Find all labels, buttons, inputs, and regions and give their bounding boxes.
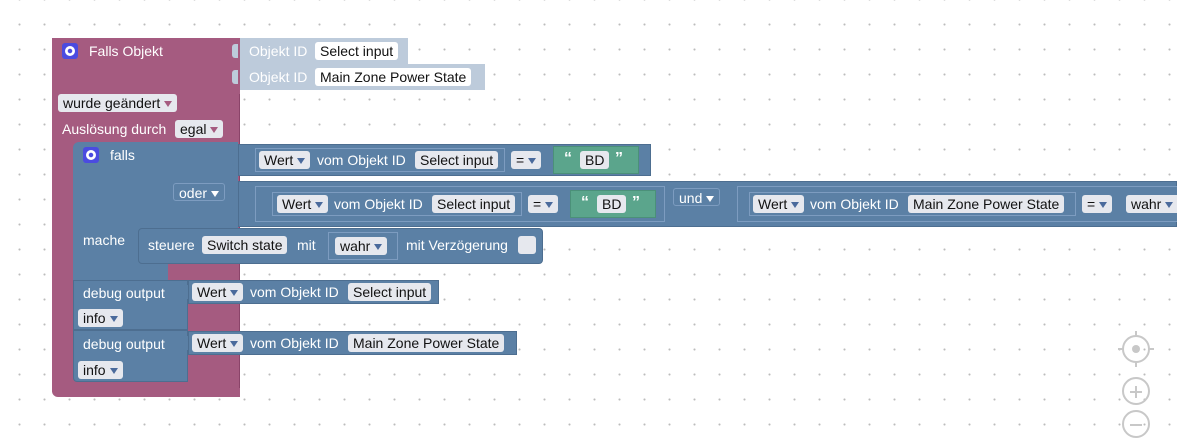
string-field-bd[interactable]: BD xyxy=(580,151,610,169)
open-quote-icon: “ xyxy=(581,194,589,211)
value-mode-dropdown[interactable]: Wert xyxy=(753,195,805,213)
zoom-out-icon[interactable] xyxy=(1122,410,1150,438)
value-mode-dropdown[interactable]: Wert xyxy=(259,151,311,169)
event-block-header xyxy=(52,38,240,94)
debug-output-label: debug output xyxy=(83,336,165,352)
vom-objekt-label: vom Objekt ID xyxy=(334,196,423,212)
debug-mode-dropdown[interactable]: Wert xyxy=(192,334,244,352)
object-field-select-input[interactable]: Select input xyxy=(415,151,499,169)
chevron-down-icon xyxy=(109,316,118,322)
chevron-down-icon xyxy=(109,368,118,374)
oder-dropdown[interactable]: oder xyxy=(173,183,226,201)
event-title: Falls Objekt xyxy=(89,43,163,59)
chevron-down-icon xyxy=(164,101,173,107)
change-mode-dropdown[interactable]: wurde geändert xyxy=(58,94,178,112)
vom-objekt-label: vom Objekt ID xyxy=(250,335,339,351)
object-id-value-select-input[interactable]: Select input xyxy=(315,42,399,60)
close-quote-icon: ” xyxy=(632,194,640,211)
und-dropdown[interactable]: und xyxy=(673,188,721,206)
chevron-down-icon xyxy=(374,244,383,250)
compare-op-dropdown[interactable]: = xyxy=(511,151,542,169)
chevron-down-icon xyxy=(1165,202,1174,208)
connector-notch xyxy=(232,152,238,166)
vom-objekt-label: vom Objekt ID xyxy=(810,196,899,212)
crosshair-icon[interactable] xyxy=(1118,331,1154,367)
close-quote-icon: ” xyxy=(615,150,623,167)
mit-label: mit xyxy=(297,237,316,253)
event-block-footer xyxy=(52,388,240,397)
falls-label: falls xyxy=(110,147,135,163)
vom-objekt-label: vom Objekt ID xyxy=(317,152,406,168)
connector-notch xyxy=(182,336,188,350)
chevron-down-icon xyxy=(211,191,220,197)
debug-level-dropdown[interactable]: info xyxy=(78,361,123,379)
value-mode-dropdown[interactable]: Wert xyxy=(277,195,329,213)
delay-checkbox[interactable] xyxy=(518,236,536,254)
string-field-bd[interactable]: BD xyxy=(597,195,627,213)
compare-op-dropdown[interactable]: = xyxy=(1082,195,1113,213)
bool-dropdown[interactable]: wahr xyxy=(1126,195,1177,213)
gear-icon[interactable] xyxy=(62,43,78,59)
chevron-down-icon xyxy=(545,202,554,208)
trigger-label: Auslösung durch xyxy=(62,121,167,137)
vom-objekt-label: vom Objekt ID xyxy=(250,284,339,300)
control-value-dropdown[interactable]: wahr xyxy=(335,237,388,255)
chevron-down-icon xyxy=(210,127,219,133)
compare-op-dropdown[interactable]: = xyxy=(528,195,559,213)
zoom-in-icon[interactable] xyxy=(1122,377,1150,405)
chevron-down-icon xyxy=(706,196,715,202)
object-id-value-main-zone[interactable]: Main Zone Power State xyxy=(315,68,472,86)
object-field-main-zone[interactable]: Main Zone Power State xyxy=(908,195,1065,213)
connector-notch xyxy=(232,44,238,58)
object-field-select-input[interactable]: Select input xyxy=(432,195,516,213)
object-id-label: Objekt ID xyxy=(249,43,308,59)
chevron-down-icon xyxy=(230,290,239,296)
gear-icon[interactable] xyxy=(83,147,99,163)
connector-notch xyxy=(232,196,238,210)
debug-object-field[interactable]: Select input xyxy=(348,283,432,301)
if-block-tail xyxy=(73,266,168,280)
debug-output-label: debug output xyxy=(83,285,165,301)
connector-notch xyxy=(232,70,238,84)
steuere-label: steuere xyxy=(148,237,195,253)
debug-level-dropdown[interactable]: info xyxy=(78,309,123,327)
debug-object-field[interactable]: Main Zone Power State xyxy=(348,334,505,352)
chevron-down-icon xyxy=(297,158,306,164)
mache-label: mache xyxy=(83,232,126,248)
debug-mode-dropdown[interactable]: Wert xyxy=(192,283,244,301)
chevron-down-icon xyxy=(791,202,800,208)
object-id-label: Objekt ID xyxy=(249,69,308,85)
chevron-down-icon xyxy=(528,158,537,164)
chevron-down-icon xyxy=(315,202,324,208)
trigger-dropdown[interactable]: egal xyxy=(175,120,224,138)
delay-label: mit Verzögerung xyxy=(406,237,508,253)
chevron-down-icon xyxy=(1099,202,1108,208)
open-quote-icon: “ xyxy=(564,150,572,167)
chevron-down-icon xyxy=(230,341,239,347)
connector-notch xyxy=(182,285,188,299)
control-target-field[interactable]: Switch state xyxy=(202,236,288,254)
